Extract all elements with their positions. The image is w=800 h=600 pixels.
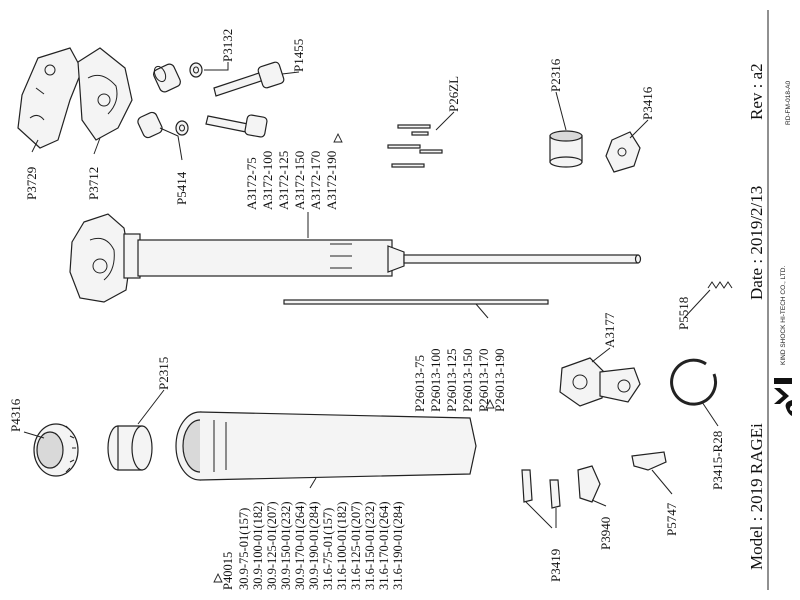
outer-tube-p40015 bbox=[175, 411, 477, 481]
label-a3172-100: A3172-100 bbox=[260, 151, 275, 210]
label-a3172-170: A3172-170 bbox=[308, 151, 323, 210]
warning-triangle-icon bbox=[213, 572, 223, 583]
label-a3172-125: A3172-125 bbox=[276, 151, 291, 210]
label-p26013-170: P26013-170 bbox=[476, 348, 491, 412]
label-p3416: P3416 bbox=[640, 86, 655, 120]
label-ot-4: 30.9-150-01(232) bbox=[279, 501, 293, 590]
rev-text: Rev : a2 bbox=[747, 63, 766, 120]
part-p3940 bbox=[577, 465, 601, 503]
label-p26013-125: P26013-125 bbox=[444, 348, 459, 412]
actuator-a3177 bbox=[559, 357, 641, 407]
circlip-p3415 bbox=[670, 358, 718, 406]
label-ot-6: 30.9-190-01(284) bbox=[307, 501, 321, 590]
label-ot-1: 30.9-75-01(157) bbox=[237, 508, 251, 590]
label-ot-7: 31.6-75-01(157) bbox=[321, 508, 335, 590]
washer-p3132 bbox=[189, 62, 203, 78]
label-p26zl: P26ZL bbox=[446, 76, 461, 112]
bushing-ring-p2315 bbox=[107, 425, 153, 471]
label-p5518: P5518 bbox=[676, 297, 691, 330]
outer-tube-labels: P40015 30.9-75-01(157) 30.9-100-01(182) … bbox=[221, 501, 405, 590]
label-ot-8: 31.6-100-01(182) bbox=[335, 501, 349, 590]
plate-p3416 bbox=[605, 131, 641, 173]
date-text: Date : 2019/2/13 bbox=[747, 186, 766, 300]
label-p3419: P3419 bbox=[548, 549, 563, 582]
label-p4316: P4316 bbox=[8, 398, 23, 432]
label-p3132: P3132 bbox=[220, 29, 235, 62]
label-a3172-190: A3172-190 bbox=[324, 151, 339, 210]
saddle-clamp-head-p3712 bbox=[77, 47, 133, 141]
label-p5747: P5747 bbox=[664, 502, 679, 536]
label-p5414: P5414 bbox=[174, 171, 189, 205]
label-a3177: A3177 bbox=[602, 312, 617, 348]
label-a3172-75: A3172-75 bbox=[244, 157, 259, 210]
label-ot-10: 31.6-150-01(232) bbox=[363, 501, 377, 590]
label-p26013-100: P26013-100 bbox=[428, 348, 443, 412]
label-p3415: P3415-R28 bbox=[710, 431, 725, 490]
warning-triangle-icon bbox=[485, 398, 495, 409]
bolt-p1455-top bbox=[213, 61, 285, 97]
lever-p5747 bbox=[631, 451, 667, 471]
cable-ends-p3419 bbox=[521, 469, 561, 529]
saddle-clamp-plate-p3729 bbox=[17, 47, 83, 149]
label-ot-3: 30.9-125-01(207) bbox=[265, 501, 279, 590]
label-p3729: P3729 bbox=[24, 167, 39, 200]
label-p3712: P3712 bbox=[86, 167, 101, 200]
doc-code-text: RD-FM-018-A0 bbox=[785, 81, 792, 125]
bushing-p2316 bbox=[549, 130, 583, 168]
seatpost-assembly-a3172 bbox=[69, 213, 642, 303]
ks-logo bbox=[770, 372, 796, 418]
label-p40015: P40015 bbox=[221, 552, 235, 590]
label-ot-11: 31.6-170-01(264) bbox=[377, 501, 391, 590]
label-ot-12: 31.6-190-01(284) bbox=[391, 501, 405, 590]
inner-rod-p26013 bbox=[283, 299, 549, 305]
label-ot-9: 31.6-125-01(207) bbox=[349, 501, 363, 590]
model-text: Model : 2019 RAGEi bbox=[747, 423, 766, 570]
label-p26013-75: P26013-75 bbox=[412, 355, 427, 412]
label-p3940: P3940 bbox=[598, 517, 613, 550]
warning-triangle-icon bbox=[333, 132, 343, 143]
post-assembly-labels: A3172-75 A3172-100 A3172-125 A3172-150 A… bbox=[244, 151, 339, 210]
spring-p5518 bbox=[707, 281, 733, 289]
barrel-nut-top bbox=[153, 63, 181, 93]
barrel-nut-bottom bbox=[137, 111, 163, 139]
top-cap-p4316 bbox=[33, 423, 79, 477]
cable-labels: P26013-75 P26013-100 P26013-125 P26013-1… bbox=[412, 348, 507, 412]
label-a3172-150: A3172-150 bbox=[292, 151, 307, 210]
company-text: KIND SHOCK HI-TECH CO., LTD. bbox=[780, 266, 787, 365]
label-p26013-150: P26013-150 bbox=[460, 348, 475, 412]
label-ot-2: 30.9-100-01(182) bbox=[251, 501, 265, 590]
label-p26013-190: P26013-190 bbox=[492, 348, 507, 412]
label-p1455: P1455 bbox=[291, 39, 306, 72]
cable-pins-p26zl bbox=[387, 124, 443, 168]
label-p2315: P2315 bbox=[156, 357, 171, 390]
label-ot-5: 30.9-170-01(264) bbox=[293, 501, 307, 590]
label-p2316: P2316 bbox=[548, 58, 563, 92]
washer-p5414 bbox=[175, 120, 189, 136]
bolt-bottom bbox=[205, 114, 268, 138]
